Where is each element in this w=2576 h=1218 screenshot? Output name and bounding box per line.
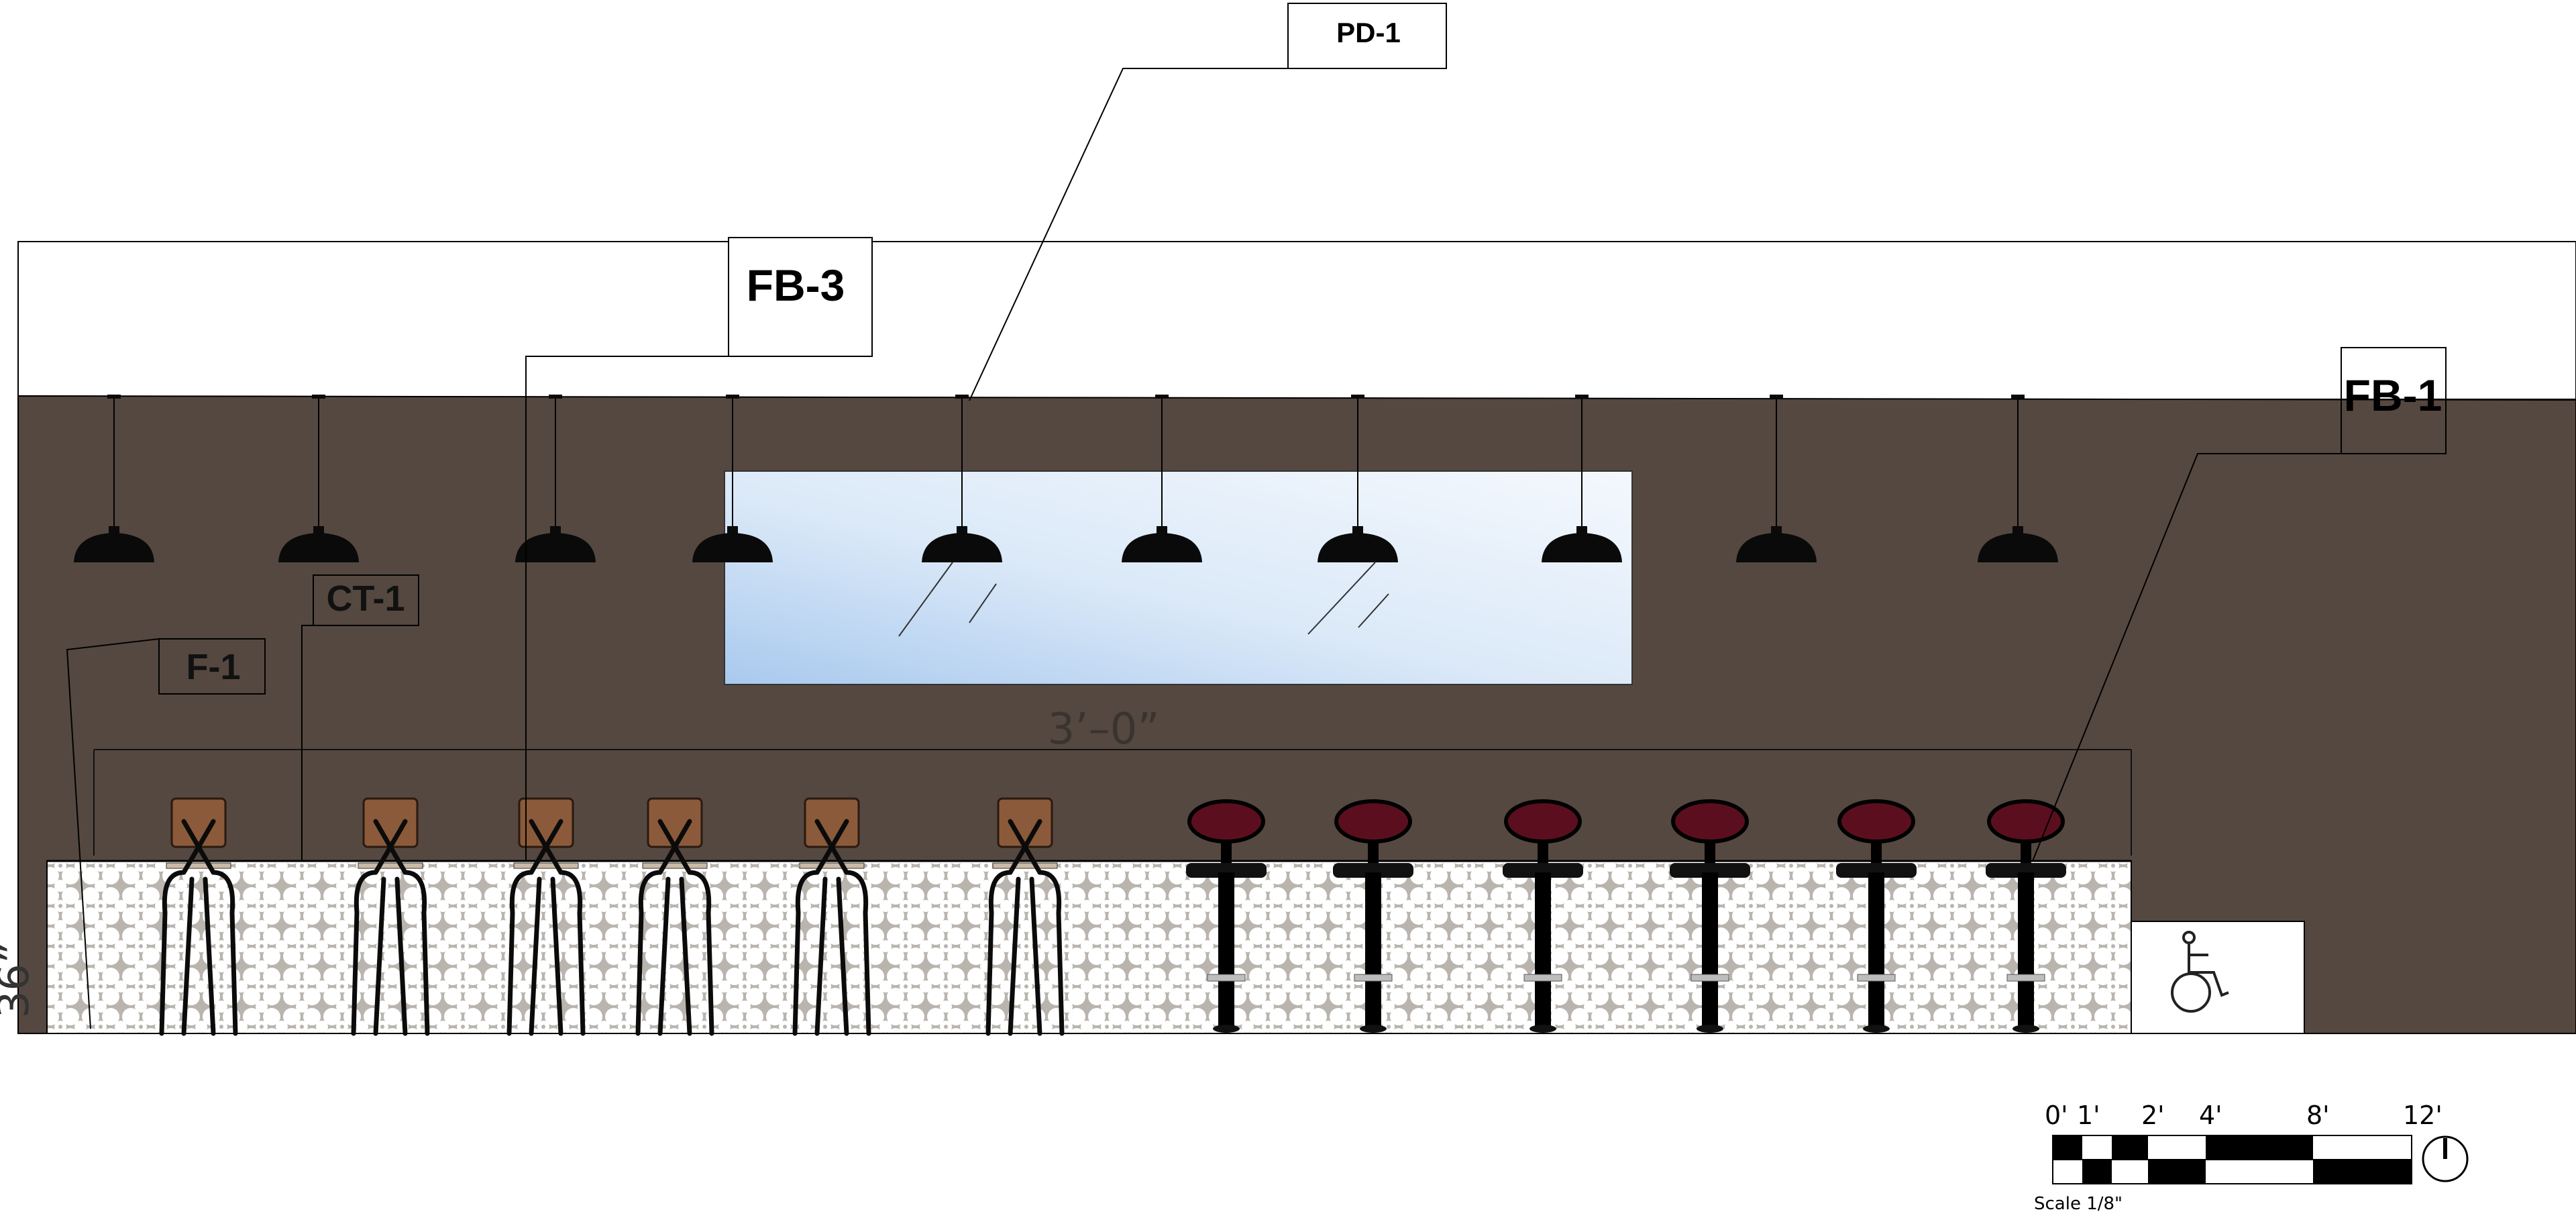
scale-tick-2: 2' <box>2141 1101 2165 1130</box>
scale-tick-1: 1' <box>2077 1101 2100 1130</box>
pendant-light <box>1318 395 1398 562</box>
wood-bar-stool <box>506 797 586 1036</box>
wood-bar-stool <box>792 797 871 1036</box>
tag-f-1-label: F-1 <box>186 647 241 687</box>
scale-tick-0: 0' <box>2045 1101 2068 1130</box>
tag-pd-1: PD-1 <box>969 3 1447 401</box>
pendant-lights <box>74 395 2058 562</box>
tag-f-1: F-1 <box>66 638 266 1029</box>
pendant-light <box>922 395 1002 562</box>
wood-stools <box>159 797 1065 1036</box>
pendant-light <box>1122 395 1202 562</box>
tag-ct-1: CT-1 <box>301 574 419 861</box>
wood-bar-stool <box>635 797 714 1036</box>
scale-bar: 0' 1' 2' 4' 8' 12' Scale 1/8" <box>2034 1101 2443 1214</box>
red-bar-stool <box>1186 799 1267 1033</box>
scale-tick-12: 12' <box>2403 1101 2443 1130</box>
accessible-counter-panel <box>2131 921 2305 1034</box>
pendant-light <box>278 395 359 562</box>
tag-fb-1-label: FB-1 <box>2344 370 2443 420</box>
red-bar-stool <box>1333 799 1413 1033</box>
pendant-light <box>74 395 154 562</box>
tag-fb-1: FB-1 <box>2032 347 2447 862</box>
red-bar-stool <box>1503 799 1583 1033</box>
mirror-panel <box>724 470 1633 685</box>
wood-bar-stool <box>351 797 430 1036</box>
pendant-light <box>515 395 596 562</box>
dimension-height-label: 36” <box>0 942 39 1019</box>
pendant-light <box>1542 395 1622 562</box>
red-stools <box>1186 799 2066 1033</box>
tag-fb-3: FB-3 <box>525 237 873 861</box>
wood-bar-stool <box>985 797 1065 1036</box>
red-bar-stool <box>1836 799 1917 1033</box>
pendant-light <box>692 395 773 562</box>
wheelchair-icon <box>2171 931 2229 1013</box>
scale-tick-8: 8' <box>2306 1101 2330 1130</box>
tag-ct-1-label: CT-1 <box>326 578 405 619</box>
scale-caption: Scale 1/8" <box>2034 1194 2123 1214</box>
dimension-width-label: 3’–0” <box>1048 705 1160 754</box>
tag-pd-1-label: PD-1 <box>1336 17 1401 48</box>
scale-tick-4: 4' <box>2199 1101 2222 1130</box>
wood-bar-stool <box>159 797 238 1036</box>
north-arrow-icon <box>2422 1135 2469 1182</box>
bar-counter-front <box>46 860 2132 1034</box>
pendant-light <box>1736 395 1817 562</box>
counter-width-dimension: 3’–0” <box>93 705 2132 856</box>
red-bar-stool <box>1670 799 1750 1033</box>
ceiling-band <box>17 241 2576 400</box>
pendant-light <box>1978 395 2058 562</box>
tag-fb-3-label: FB-3 <box>747 260 845 310</box>
